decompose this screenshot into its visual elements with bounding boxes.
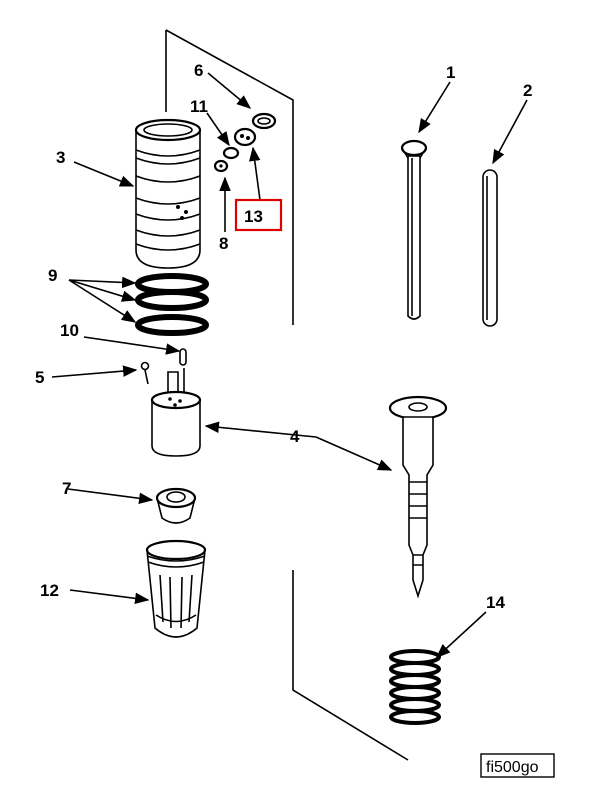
callout-2: 2 — [523, 81, 532, 100]
callout-5: 5 — [35, 368, 44, 387]
callout-6: 6 — [194, 61, 203, 80]
callout-3: 3 — [56, 148, 65, 167]
cup-part — [150, 390, 202, 457]
injector-body-part — [134, 118, 202, 269]
rod-part — [482, 169, 498, 327]
check-valve-part — [251, 112, 277, 130]
callout-13: 13 — [244, 207, 263, 226]
figure-id-box — [480, 753, 555, 778]
callout-4: 4 — [290, 427, 300, 446]
plunger-part — [388, 395, 448, 599]
callout-10: 10 — [60, 321, 79, 340]
valve-stop-part — [233, 127, 257, 147]
push-rod-part — [400, 139, 428, 320]
dowel-part — [140, 361, 150, 385]
washer-part — [213, 159, 229, 173]
callout-9: 9 — [48, 266, 57, 285]
callout-7: 7 — [62, 479, 71, 498]
figure-id: fi500go — [486, 759, 539, 776]
callout-12: 12 — [40, 581, 59, 600]
leader-arrows — [51, 72, 528, 658]
callout-1: 1 — [446, 63, 455, 82]
callout-14: 14 — [486, 593, 505, 612]
nut-part — [145, 539, 207, 638]
spray-tip-part — [155, 487, 197, 524]
spacer-part — [222, 146, 240, 160]
callout-8: 8 — [219, 234, 228, 253]
pin-part — [179, 348, 187, 366]
o-rings-part — [135, 273, 209, 336]
highlight-box — [234, 198, 283, 232]
spring-part — [389, 649, 441, 725]
callout-11: 11 — [190, 97, 208, 116]
panel-outline — [165, 29, 409, 761]
